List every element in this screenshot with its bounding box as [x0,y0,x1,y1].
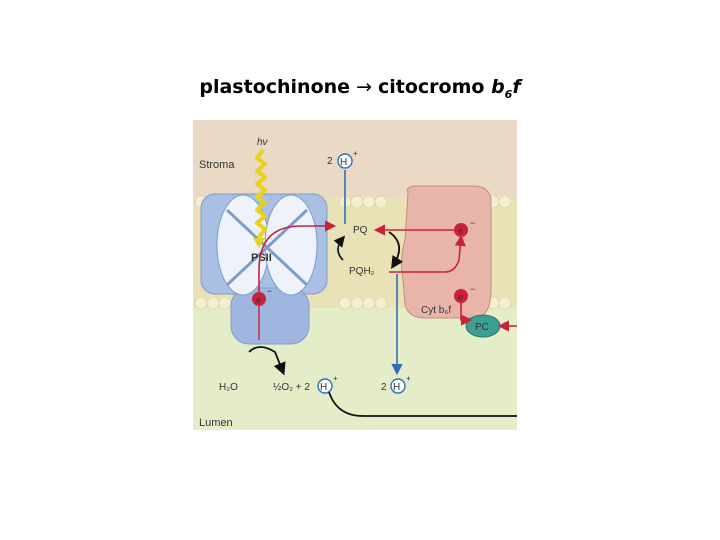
electron-cyt-top-label: e [458,226,463,236]
h-bottom-right-plus: + [406,374,411,383]
pc-label: PC [475,322,489,333]
title-b-subscript: 6 [504,87,513,101]
electron-psii-label: e [256,295,261,305]
hv-label: hν [257,137,268,148]
light-arrowhead [253,238,265,248]
cyt-b6f-complex [400,185,492,319]
electron-psii [252,292,266,306]
title-arrow: → [356,76,372,98]
pqh2-label: PQH₂ [349,266,375,277]
oxygen-label: ½O₂ + 2 [273,382,310,393]
pq-cycle-arrow [388,231,404,270]
pq-label: PQ [353,225,368,236]
cyt-label: Cyt b₆f [421,305,451,316]
h-bottom-right-circle [390,378,406,394]
water-label: H₂O [219,382,238,393]
photosynthesis-diagram: PSII Cyt b₆f hν Stroma Lumen 2 H + PQ PQ… [193,120,517,430]
slide-title: plastochinone→citocromo b6f [0,76,720,101]
h-bottom-left-letter: H [320,382,327,393]
h-bottom-right-letter: H [393,382,400,393]
h-bottom-left-circle [317,378,333,394]
electron-path-psii-pq [258,220,337,292]
light-wave [255,148,267,239]
water-split-arrow [248,346,286,376]
stroma-label: Stroma [199,159,235,171]
title-cytochrome: citocromo [377,76,485,98]
stroma-region [193,120,517,198]
electron-cyt-top-minus: − [470,218,475,228]
lumen-path-left [328,391,517,417]
electron-path-cyt-pc [460,303,473,326]
electron-cyt-bottom [454,289,468,303]
h-bottom-coef: 2 [381,382,387,393]
h-top-plus: + [353,149,358,158]
h-bottom-left-plus: + [333,374,338,383]
psii-label: PSII [251,252,272,264]
h-top-coef: 2 [327,156,333,167]
lumen-label: Lumen [199,417,233,429]
electron-cyt-bottom-label: e [458,292,463,302]
title-b-letter: b [491,76,505,98]
h-top-circle [337,153,353,169]
electron-cyt-top [454,223,468,237]
lipid-heads-bottom [194,296,512,310]
pq-cycle-arrow-left [333,235,346,261]
electron-path-pqh2-cyt [389,234,466,273]
electron-cyt-bottom-minus: − [470,284,475,294]
title-plastoquinone: plastochinone [199,76,351,98]
electron-psii-minus: − [267,286,272,296]
title-f-letter: f [512,76,521,98]
h-top-letter: H [340,157,347,168]
